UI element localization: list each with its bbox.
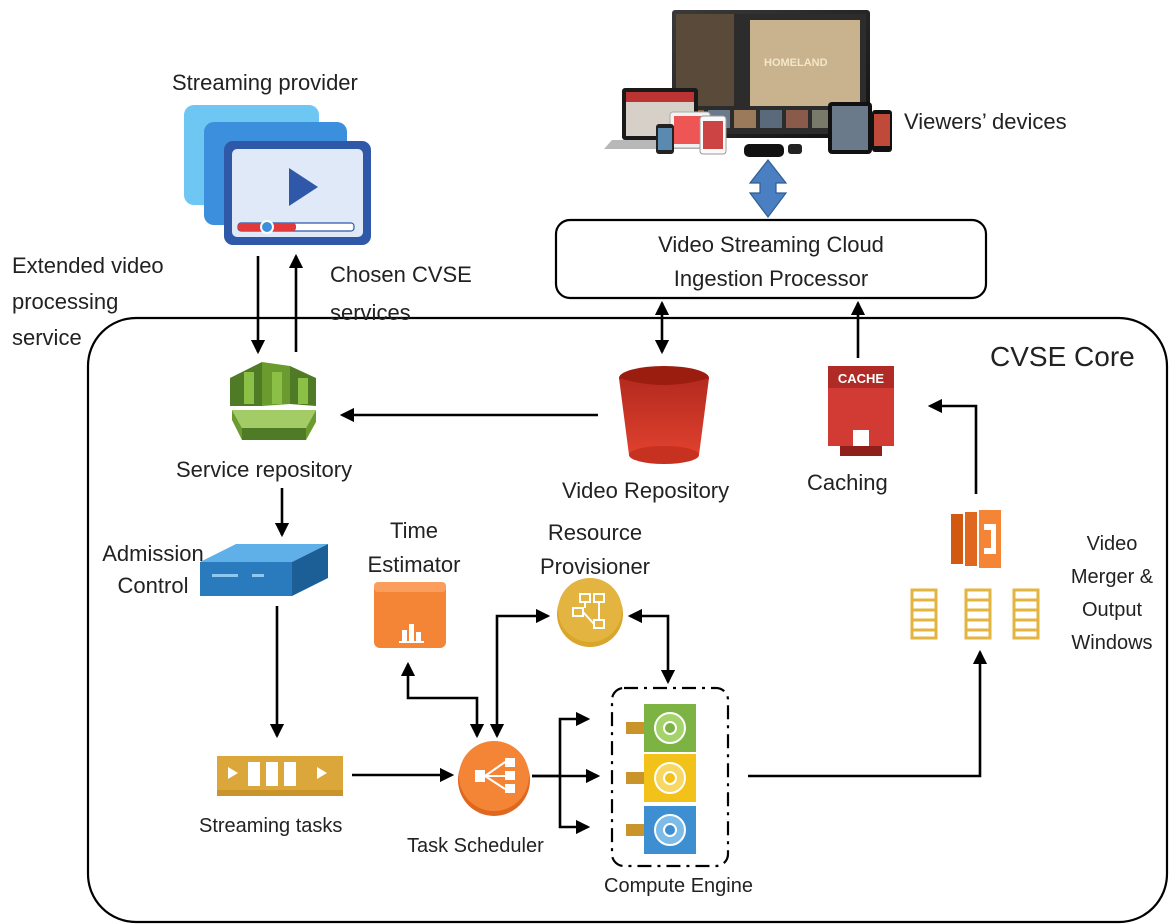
arrow-scheduler-to-green-gear xyxy=(532,711,591,778)
service-repository-label: Service repository xyxy=(176,457,353,482)
video-merger-label: Video Merger & Output Windows xyxy=(1070,533,1154,654)
chosen-services-label: Chosen CVSE services xyxy=(330,262,472,325)
compute-engine-boundary xyxy=(610,686,730,868)
time-estimator-label: Time Estimator xyxy=(367,518,461,577)
arrow-merger-to-cache xyxy=(927,398,978,494)
compute-engine-green-gear xyxy=(626,704,696,752)
ingestion-processor-box xyxy=(554,218,988,300)
arrow-provisioner-compute-engine xyxy=(627,608,676,685)
task-scheduler-icon xyxy=(458,741,530,816)
viewers-devices-picture: HOMELAND xyxy=(604,10,892,157)
viewers-devices-label: Viewers’ devices xyxy=(904,109,1067,134)
compute-engine-blue-gear xyxy=(626,806,696,854)
streaming-provider-label: Streaming provider xyxy=(172,70,358,95)
extended-service-label: Extended video processing service xyxy=(12,253,164,350)
homeland-title: HOMELAND xyxy=(764,57,828,69)
arrow-scheduler-resource-provisioner xyxy=(489,608,551,739)
admission-control-label: Admission Control xyxy=(102,541,204,598)
caching-label: Caching xyxy=(807,470,888,495)
streaming-tasks-label: Streaming tasks xyxy=(199,815,343,837)
output-window-icon xyxy=(910,588,1040,640)
ingestion-processor-line2: Ingestion Processor xyxy=(673,266,869,291)
task-scheduler-label: Task Scheduler xyxy=(407,835,544,857)
arrow-scheduler-time-estimator xyxy=(400,661,485,739)
ingestion-processor-line1: Video Streaming Cloud xyxy=(658,232,884,257)
play-icon xyxy=(289,168,318,206)
streaming-tasks-icon xyxy=(217,756,343,796)
compute-engine-yellow-gear xyxy=(626,754,696,802)
cache-icon: CACHE xyxy=(828,366,894,456)
streaming-provider-icon xyxy=(184,105,371,245)
cvse-core-boundary xyxy=(86,316,1169,924)
resource-provisioner-icon xyxy=(557,578,623,647)
service-repository-icon xyxy=(230,362,316,440)
video-repository-icon xyxy=(619,366,709,464)
arrow-compute-engine-to-merger xyxy=(748,649,988,778)
resource-provisioner-label: Resource Provisioner xyxy=(539,520,651,579)
admission-control-icon xyxy=(200,544,328,596)
arrow-scheduler-to-blue-gear xyxy=(558,776,591,835)
video-repository-label: Video Repository xyxy=(562,478,730,503)
devices-double-arrow xyxy=(748,159,788,218)
cache-icon-text: CACHE xyxy=(838,371,885,386)
time-estimator-icon xyxy=(374,582,446,648)
video-merger-icon xyxy=(951,510,1001,568)
cvse-core-title: CVSE Core xyxy=(990,341,1135,372)
compute-engine-label: Compute Engine xyxy=(604,875,753,897)
